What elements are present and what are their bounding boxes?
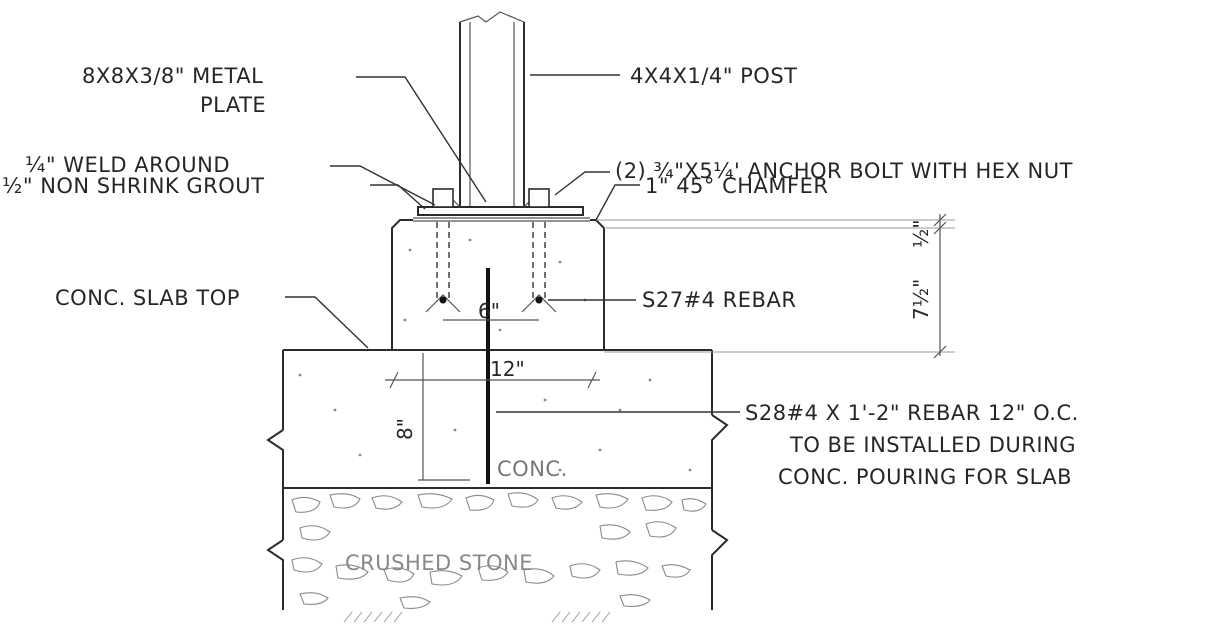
anchor-bolts <box>425 188 557 313</box>
label-s28-rebar: S28#4 X 1'-2" REBAR 12" O.C. <box>745 401 1079 425</box>
dim-bolt-spacing: 6" <box>443 299 539 323</box>
label-crushed-stone: CRUSHED STONE <box>345 551 533 575</box>
dim-embed-depth: 8" <box>393 353 470 481</box>
concrete-slab <box>266 349 729 489</box>
base-plate <box>413 199 590 222</box>
dim-pier-height: ½" 7½" <box>596 213 955 359</box>
dim-bolt-spacing-label: 6" <box>478 299 500 323</box>
label-post: 4X4X1/4" POST <box>630 64 797 88</box>
label-slab-top: CONC. SLAB TOP <box>55 286 240 310</box>
dim-grout-label: ½" <box>909 219 933 248</box>
dim-dowel-spacing: 12" <box>385 357 600 389</box>
label-chamfer: 1" 45° CHAMFER <box>645 174 828 198</box>
leader-lines <box>285 74 740 413</box>
dim-pier-height-label: 7½" <box>909 279 933 320</box>
label-s27-rebar: S27#4 REBAR <box>642 288 796 312</box>
concrete-speckle <box>298 238 692 472</box>
label-metal-plate-line2: PLATE <box>200 93 266 117</box>
label-anchor-bolt: (2) ¾"X5¼' ANCHOR BOLT WITH HEX NUT <box>615 159 1073 183</box>
label-weld: ¼" WELD AROUND <box>25 153 230 177</box>
label-metal-plate: 8X8X3/8" METAL <box>82 64 263 88</box>
label-s28-line3: CONC. POURING FOR SLAB <box>778 465 1072 489</box>
concrete-pier <box>391 219 605 350</box>
dim-embed-depth-label: 8" <box>393 418 417 440</box>
label-grout: ½" NON SHRINK GROUT <box>2 174 264 198</box>
steel-post <box>459 11 525 208</box>
dim-dowel-spacing-label: 12" <box>490 357 525 381</box>
label-s28-line2: TO BE INSTALLED DURING <box>789 433 1076 457</box>
label-conc: CONC. <box>497 457 568 481</box>
earth-hatch <box>343 611 611 623</box>
crushed-stone-bed <box>266 488 729 623</box>
